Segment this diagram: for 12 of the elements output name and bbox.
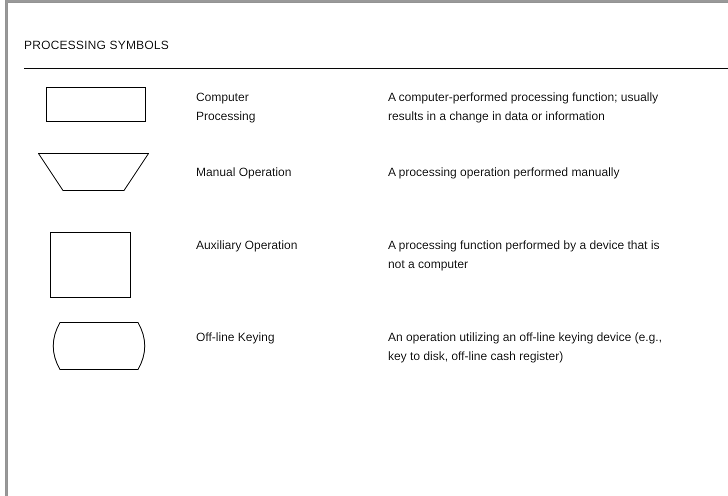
symbol-name: Off-line Keying <box>196 329 276 346</box>
process-rectangle <box>46 87 146 122</box>
symbol-name: Auxiliary Operation <box>196 237 298 254</box>
section-title: PROCESSING SYMBOLS <box>24 37 169 54</box>
symbol-description: An operation utilizing an off-line keying device (e.g., key to disk, off-line cash register) <box>388 329 663 365</box>
symbol-name: Manual Operation <box>196 164 292 181</box>
manual-operation-trapezoid <box>38 153 149 191</box>
symbol-description: A processing operation performed manually <box>388 164 620 181</box>
symbol-description: A computer-performed processing function; usually results in a change in data or information <box>388 89 660 125</box>
symbol-description: A processing function performed by a device that is not a computer <box>388 237 660 273</box>
process-rectangle <box>50 232 131 298</box>
symbol-name: Computer Processing <box>196 89 256 125</box>
